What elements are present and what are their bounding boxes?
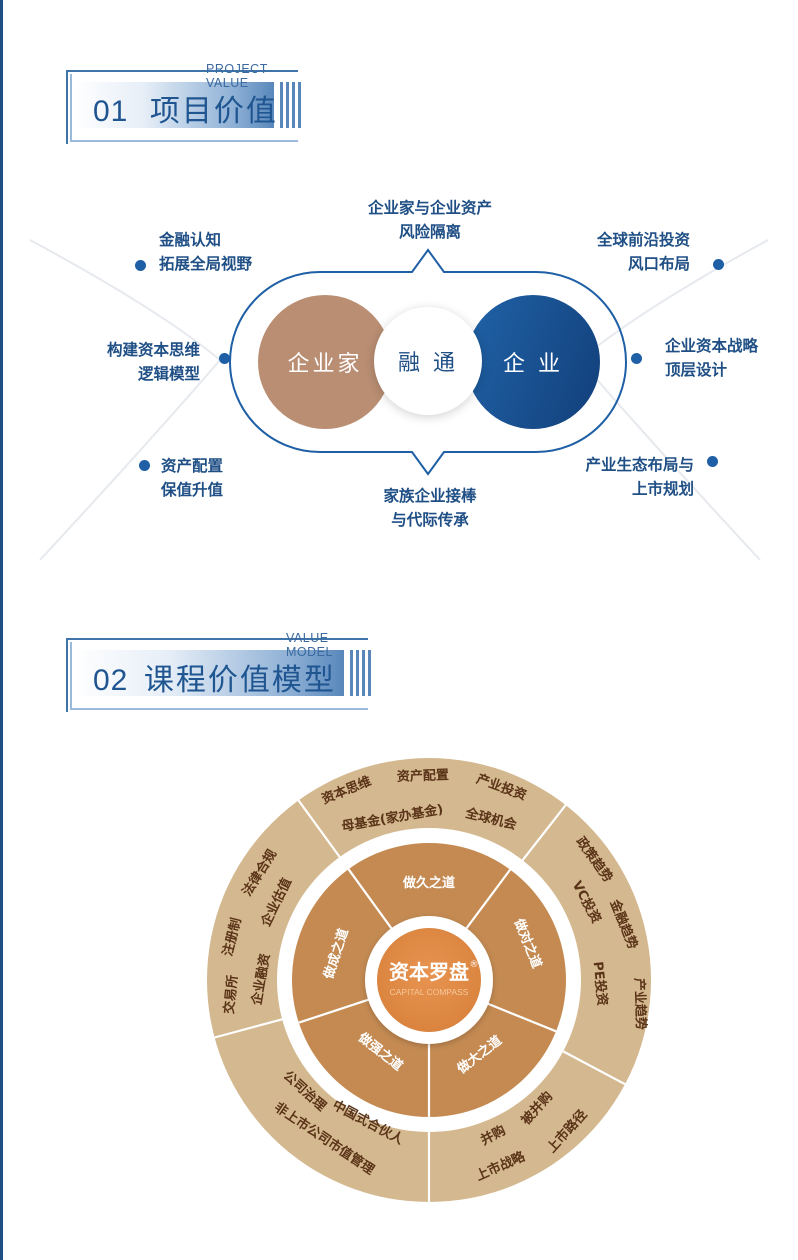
caption-left-top: 金融认知拓展全局视野	[159, 231, 253, 273]
caption-right-mid: 企业资本战略顶层设计	[665, 337, 759, 379]
outer-label: PE投资	[590, 961, 611, 1007]
outer-dividers	[214, 799, 626, 1202]
integration-label: 融 通	[398, 351, 458, 376]
caption-top: 企业家与企业资产风险隔离	[367, 199, 492, 241]
center-circle	[377, 928, 481, 1032]
section-header-project-value: PROJECT VALUE 01 项目价值	[66, 62, 306, 144]
caption-right-top: 全球前沿投资风口布局	[596, 231, 690, 273]
center-title: 资本罗盘	[389, 960, 469, 984]
project-value-diagram: 企业家 企 业 融 通 企业家与企业资产风险隔离 家族企业接棒与代际传承 金融认…	[0, 170, 798, 570]
center-subtitle: CAPITAL COMPASS	[390, 987, 469, 997]
bullet-dot	[707, 456, 718, 467]
bullet-dot	[713, 259, 724, 270]
bullet-dot	[139, 460, 150, 471]
header-english-label: PROJECT VALUE	[206, 62, 268, 90]
caption-right-bottom: 产业生态布局与上市规划	[585, 456, 694, 498]
header-frame-inner	[70, 642, 368, 710]
header-frame	[66, 70, 298, 144]
enterprise-circle: 企 业	[466, 295, 600, 429]
outer-label: 交易所	[221, 974, 241, 1014]
left-edge-rule	[0, 0, 3, 1260]
registered-mark: ®	[470, 960, 479, 970]
outer-label: 资产配置	[397, 767, 450, 785]
header-stripes	[280, 82, 301, 128]
header-frame	[66, 638, 368, 712]
inner-dividers	[298, 865, 557, 1117]
caption-left-bottom: 资产配置保值升值	[161, 457, 224, 499]
page-title: 01 项目价值	[93, 86, 278, 130]
section-number: 02	[93, 664, 129, 697]
header-gradient-bar	[74, 650, 344, 696]
header-stripes	[350, 650, 371, 696]
caption-left-mid: 构建资本思维逻辑模型	[106, 341, 200, 383]
header-english-label: VALUE MODEL	[286, 631, 333, 659]
bullet-dot	[135, 260, 146, 271]
header-frame-inner	[70, 74, 298, 142]
integration-circle: 融 通	[374, 307, 482, 415]
section-title: 课程价值模型	[143, 663, 336, 698]
enterprise-label: 企 业	[503, 352, 563, 377]
section-title: 项目价值	[149, 94, 278, 129]
page-title: 02 课程价值模型	[93, 655, 336, 699]
bullet-dot	[631, 353, 642, 364]
inner-label-last-long: 做久之道	[402, 875, 455, 891]
entrepreneur-circle: 企业家	[258, 295, 392, 429]
section-number: 01	[93, 95, 129, 128]
entrepreneur-label: 企业家	[287, 352, 363, 377]
caption-bottom: 家族企业接棒与代际传承	[383, 487, 477, 529]
outer-label: 产业趋势	[631, 978, 649, 1031]
bullet-dot	[219, 353, 230, 364]
header-gradient-bar	[74, 82, 274, 128]
section-header-value-model: VALUE MODEL 02 课程价值模型	[66, 630, 376, 712]
